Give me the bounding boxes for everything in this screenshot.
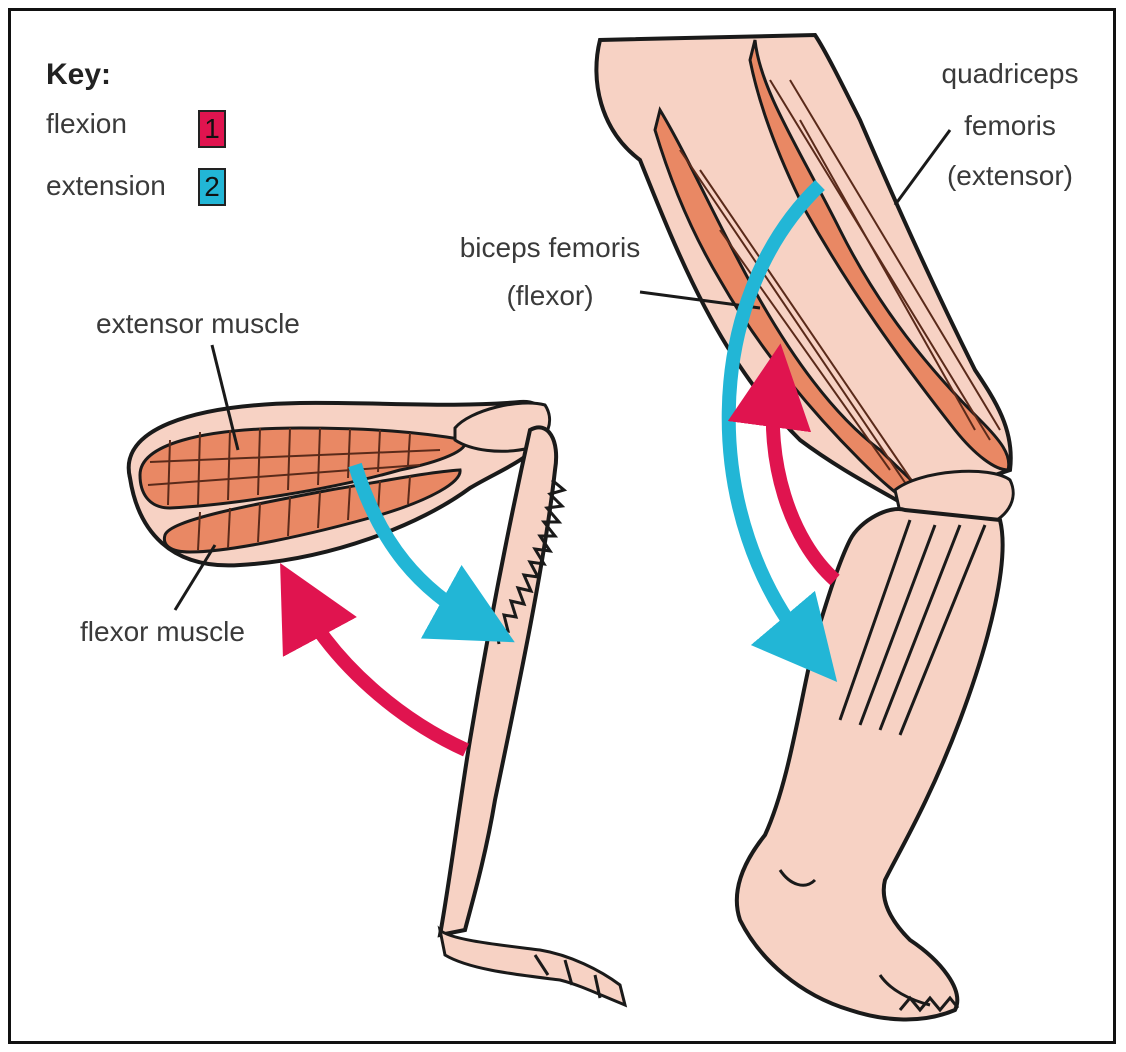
quadriceps-label-line2: femoris [930,110,1090,142]
key-swatch-extension: 2 [198,168,226,206]
flexor-muscle-label: flexor muscle [80,616,245,648]
biceps-femoris-label: biceps femoris (flexor) [440,232,660,312]
human-lower-leg [737,509,1003,1019]
quadriceps-label-line1: quadriceps [930,58,1090,90]
frog-leg [129,345,625,1005]
key-title: Key: [46,58,111,93]
extensor-muscle-label: extensor muscle [96,308,300,340]
key-label-extension: extension [46,170,166,202]
quadriceps-label: quadriceps femoris (extensor) [930,58,1090,193]
biceps-femoris-label-line1: biceps femoris [440,232,660,264]
quadriceps-label-line3: (extensor) [930,160,1090,192]
frog-flexion-arrow [300,600,466,750]
key-label-flexion: flexion [46,108,127,140]
key-swatch-flexion: 1 [198,110,226,148]
frog-shank [440,427,556,935]
biceps-femoris-label-line2: (flexor) [440,280,660,312]
frog-foot [440,930,625,1005]
